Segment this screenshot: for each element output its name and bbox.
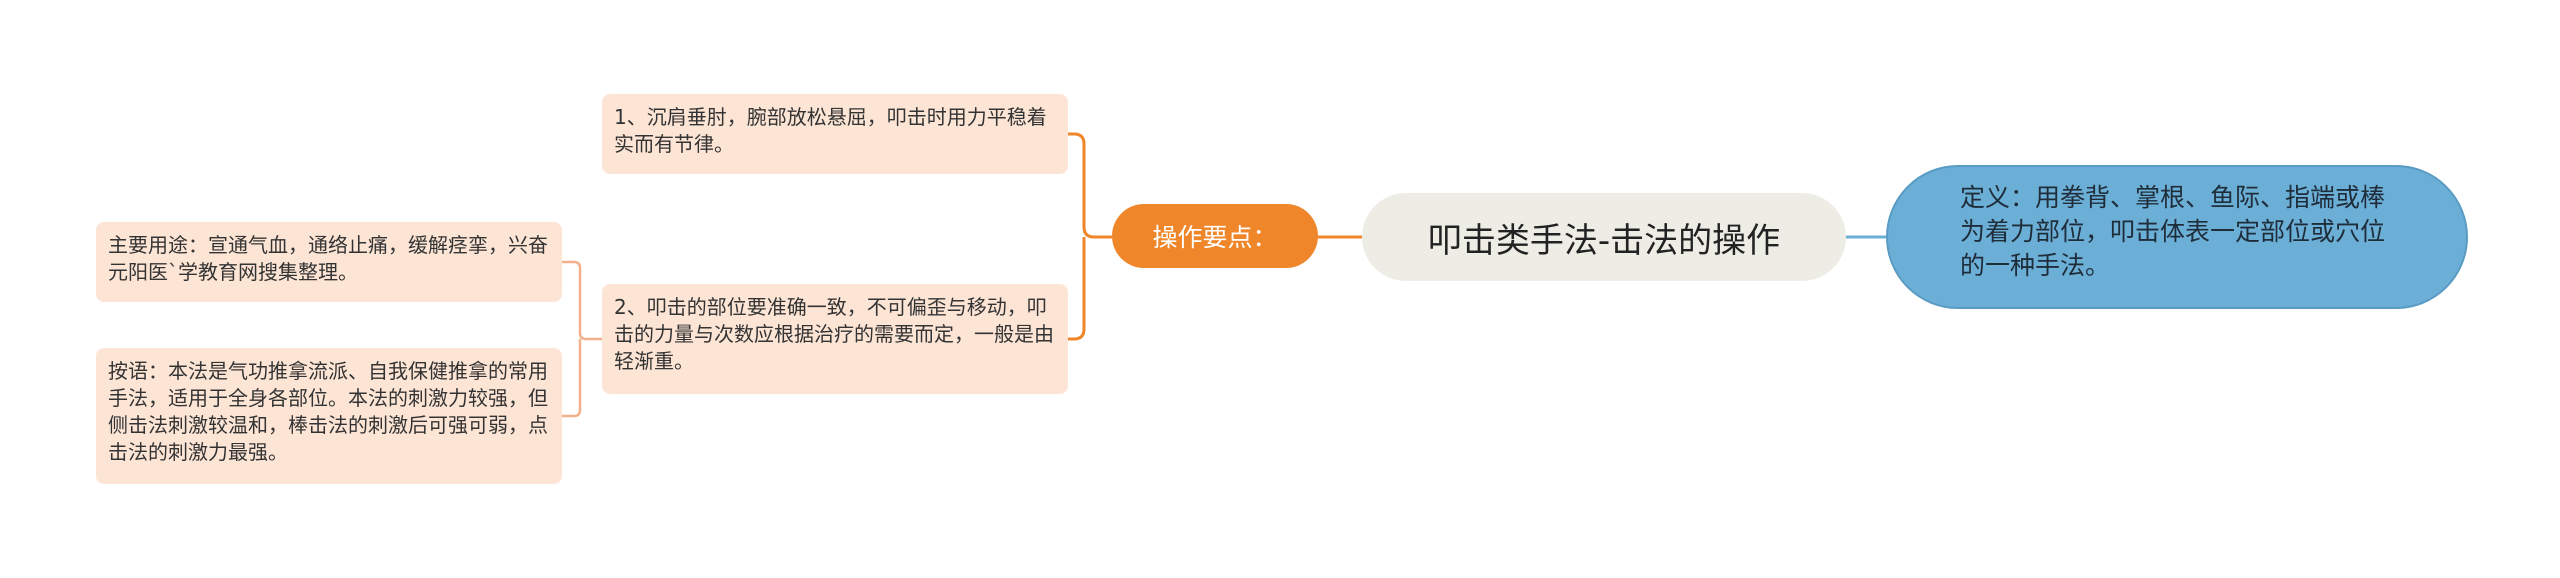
definition-text: 定义：用拳背、掌根、鱼际、指端或棒为着力部位，叩击体表一定部位或穴位的一种手法。 <box>1960 183 2386 280</box>
operation-points-node[interactable]: 操作要点： <box>1112 204 1318 268</box>
point-text-2: 2、叩击的部位要准确一致，不可偏歪与移动，叩击的力量与次数应根据治疗的需要而定，… <box>614 295 1054 373</box>
commentary-note-text: 按语：本法是气功推拿流派、自我保健推拿的常用手法，适用于全身各部位。本法的刺激力… <box>108 359 548 464</box>
connector-operation-point-2 <box>1068 237 1086 341</box>
root-topic-label: 叩击类手法-击法的操作 <box>1427 220 1781 261</box>
usage-note-node[interactable]: 主要用途：宣通气血，通络止痛，缓解痉挛，兴奋元阳医`学教育网搜集整理。 <box>96 222 562 302</box>
point-node-1[interactable]: 1、沉肩垂肘，腕部放松悬屈，叩击时用力平稳着实而有节律。 <box>602 94 1068 174</box>
usage-note-text: 主要用途：宣通气血，通络止痛，缓解痉挛，兴奋元阳医`学教育网搜集整理。 <box>108 233 548 284</box>
connector-point2-note-1 <box>562 260 602 341</box>
connector-operation-point-1 <box>1068 132 1112 239</box>
definition-node[interactable]: 定义：用拳背、掌根、鱼际、指端或棒为着力部位，叩击体表一定部位或穴位的一种手法。 <box>1886 165 2468 309</box>
connector-point2-note-2 <box>562 339 582 418</box>
point-node-2[interactable]: 2、叩击的部位要准确一致，不可偏歪与移动，叩击的力量与次数应根据治疗的需要而定，… <box>602 284 1068 394</box>
root-topic[interactable]: 叩击类手法-击法的操作 <box>1362 193 1846 281</box>
commentary-note-node[interactable]: 按语：本法是气功推拿流派、自我保健推拿的常用手法，适用于全身各部位。本法的刺激力… <box>96 348 562 484</box>
point-text-1: 1、沉肩垂肘，腕部放松悬屈，叩击时用力平稳着实而有节律。 <box>614 105 1047 156</box>
operation-points-label: 操作要点： <box>1152 223 1278 252</box>
